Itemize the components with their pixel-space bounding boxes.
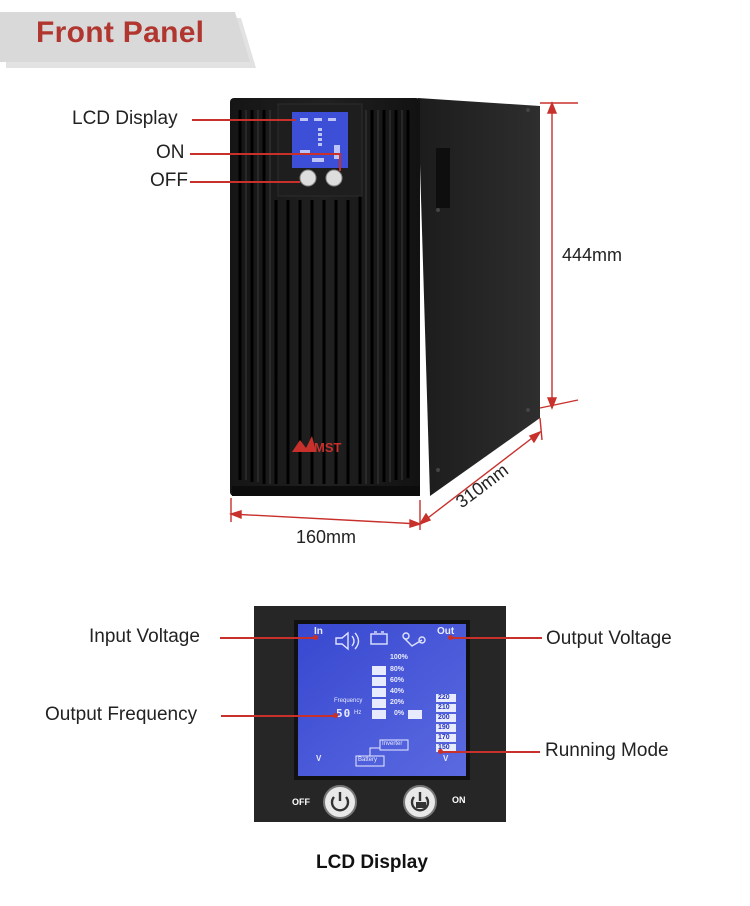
battery-icon [370, 633, 388, 645]
ups-off-button [299, 169, 317, 187]
lcd-on-label: ON [452, 795, 466, 805]
callout-line-lcd [192, 119, 296, 121]
svg-text:MST: MST [314, 440, 342, 455]
lcd-battery-label: Battery [358, 757, 378, 763]
lcd-volt-200: 200 [438, 714, 450, 721]
lcd-in-label: In [314, 626, 323, 637]
callout-line-running-mode [440, 751, 540, 753]
callout-line-off [190, 181, 300, 183]
header-ribbon [0, 12, 250, 62]
callout-output-voltage: Output Voltage [546, 628, 672, 649]
lcd-v-left: V [316, 754, 322, 763]
speaker-icon [335, 631, 349, 651]
brand-logo: MST [292, 436, 342, 455]
lcd-load-0: 0% [394, 710, 405, 717]
lcd-load-100: 100% [390, 654, 408, 661]
lcd-detail-panel [254, 606, 506, 822]
dimension-width: 160mm [296, 527, 357, 547]
callout-line-input-voltage [220, 637, 316, 639]
lcd-frequency-label: Frequency [334, 698, 363, 704]
dimension-height: 444mm [562, 245, 623, 265]
load-icon [403, 637, 423, 647]
lcd-load-60: 60% [390, 677, 405, 684]
lcd-off-label: OFF [292, 797, 310, 807]
callout-line-output-frequency [221, 715, 335, 717]
lcd-load-40: 40% [390, 688, 405, 695]
lcd-frequency-unit: Hz [354, 710, 362, 716]
lcd-v-right: V [443, 754, 449, 763]
lcd-volt-150: 150 [438, 744, 450, 751]
page-title: Front Panel [36, 16, 205, 49]
ups-tower-illustration: MST [228, 98, 579, 530]
lcd-out-label: Out [437, 626, 455, 637]
lcd-caption: LCD Display [316, 852, 428, 873]
callout-input-voltage: Input Voltage [89, 626, 200, 647]
lcd-volt-170: 170 [438, 734, 450, 741]
ups-grille [238, 110, 410, 484]
ups-on-button [325, 169, 343, 187]
lcd-off-button [323, 785, 357, 819]
lcd-frequency-value: 50 [336, 707, 352, 720]
callout-line-output-voltage [450, 637, 542, 639]
callout-on: ON [156, 142, 185, 163]
callout-off: OFF [150, 170, 188, 191]
callout-output-frequency: Output Frequency [45, 704, 198, 725]
lcd-volt-190: 190 [438, 724, 450, 731]
callout-line-on [190, 153, 340, 155]
callout-running-mode: Running Mode [545, 740, 669, 761]
lcd-inverter-label: Inverter [382, 741, 403, 747]
lcd-load-20: 20% [390, 699, 405, 706]
lcd-volt-220: 220 [438, 694, 450, 701]
lcd-load-80: 80% [390, 666, 405, 673]
lcd-volt-210: 210 [438, 704, 450, 711]
callout-lcd-display: LCD Display [72, 108, 178, 129]
